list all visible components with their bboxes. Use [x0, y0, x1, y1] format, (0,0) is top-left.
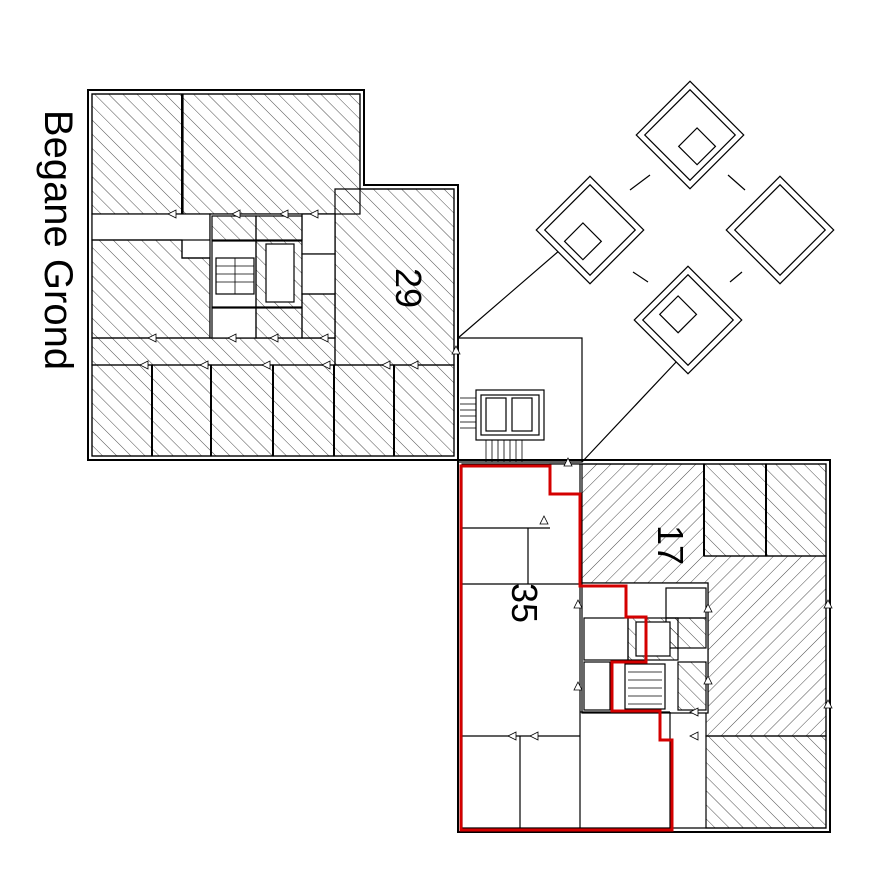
- room-29-f: [210, 364, 274, 457]
- unit-35-highlight: [459, 464, 674, 832]
- unit-label-35: 35: [504, 582, 545, 624]
- building-29: [87, 89, 459, 461]
- pavilion-cluster: [535, 80, 835, 375]
- room-29-band: [91, 337, 336, 366]
- room-29-c: [91, 239, 211, 339]
- room-29-g: [272, 364, 335, 457]
- floor-title: Begane Grond: [36, 109, 80, 371]
- building-17: [457, 459, 831, 833]
- unit-label-29: 29: [388, 267, 429, 309]
- door-markers: [139, 209, 833, 741]
- room-29-h: [333, 364, 395, 457]
- room-29-e: [151, 364, 212, 457]
- room-29-a: [91, 93, 183, 215]
- stair-17: [624, 663, 666, 710]
- room-29-b: [182, 93, 361, 215]
- unit-label-17: 17: [650, 524, 691, 566]
- corridor-29: [91, 213, 211, 241]
- room-17-c: [705, 735, 827, 829]
- room-29-i: [393, 364, 455, 457]
- connector-lobby: [457, 249, 679, 463]
- room-29-d: [91, 364, 153, 457]
- room-17-a: [703, 463, 767, 557]
- room-17-b: [765, 463, 827, 557]
